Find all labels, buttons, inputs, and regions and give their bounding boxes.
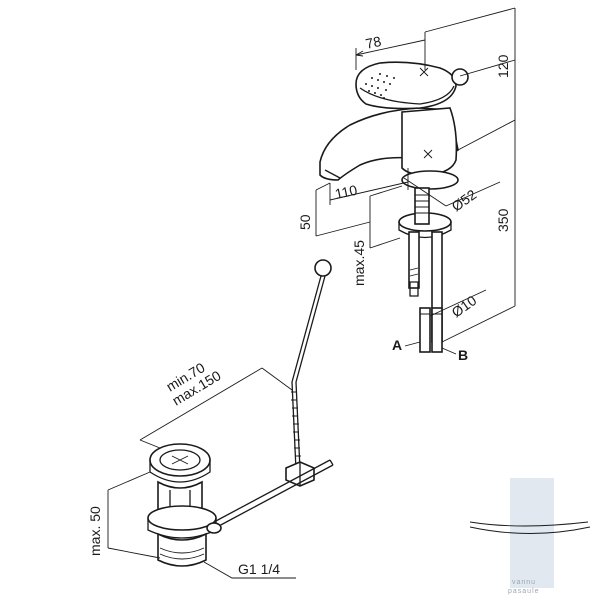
waste-tailpipe (157, 532, 207, 567)
connection-b: B (441, 347, 468, 363)
faucet-handle (355, 61, 457, 110)
dim-label-350: 350 (495, 208, 511, 232)
watermark-text-1: vannu (512, 579, 536, 586)
pop-up-rod (213, 259, 334, 528)
hose-a (408, 231, 420, 289)
dim-label-max50: max. 50 (87, 506, 103, 556)
dim-counter-thickness: max.45 (351, 185, 403, 286)
dim-top-height: 120 (424, 7, 516, 306)
rod-knob (314, 259, 332, 277)
connection-a: A (392, 337, 421, 353)
thread-label: G1 1/4 (203, 561, 296, 579)
handle-grip-dots (365, 73, 395, 99)
dim-spout-height: 50 (297, 182, 371, 237)
label-g1-1-4: G1 1/4 (238, 561, 280, 577)
faucet-assembly (319, 61, 469, 353)
dim-handle-width: 78 (355, 32, 426, 70)
dim-total-height: 350 (441, 119, 516, 343)
dim-label-50: 50 (297, 214, 313, 230)
dim-spout-reach: 110 (329, 168, 409, 205)
dim-label-max45: max.45 (351, 240, 367, 286)
dim-label-120: 120 (495, 54, 511, 78)
dim-label-o52: Ø52 (449, 186, 480, 214)
dim-label-110: 110 (333, 182, 358, 202)
dim-label-78: 78 (364, 33, 383, 52)
dim-waste-height: max. 50 (87, 471, 161, 559)
watermark-logo: vannu pasaule (469, 478, 591, 595)
dim-rod-range: min.70 max.150 (139, 359, 293, 457)
handle-knob (451, 68, 469, 86)
dim-label-o10: Ø10 (449, 292, 480, 320)
label-b: B (458, 347, 468, 363)
waste-fitting (147, 443, 222, 567)
waste-nut (147, 505, 217, 531)
faucet-body (401, 107, 458, 176)
base-flange (401, 170, 459, 190)
label-a: A (392, 337, 402, 353)
watermark-text-2: pasaule (508, 588, 540, 595)
